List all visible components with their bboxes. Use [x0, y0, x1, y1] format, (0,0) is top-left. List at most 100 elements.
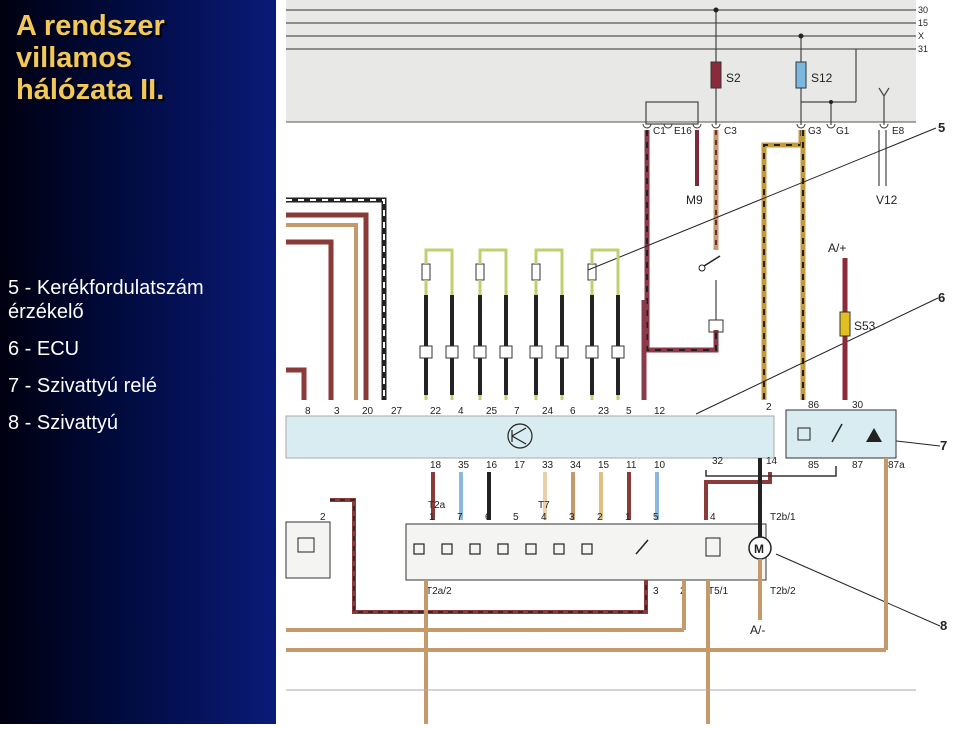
- ecu-pin-32: 32: [712, 456, 724, 467]
- legend-list: 5 - Kerékfordulatszám érzékelő 6 - ECU 7…: [8, 276, 270, 448]
- callout-6: 6: [938, 290, 945, 305]
- connector-g1: G1: [836, 126, 850, 137]
- wire-left-black-stripe: [286, 199, 385, 400]
- lower-pin-2: 2: [597, 512, 603, 523]
- connector-e16: E16: [674, 126, 692, 137]
- callout-6-leader: [695, 297, 939, 415]
- slide-title-line-1: A rendszer: [16, 10, 165, 42]
- power-rail-band: [286, 0, 916, 122]
- connector-e8: E8: [892, 126, 905, 137]
- ecu-transistor-icon: [507, 423, 533, 449]
- lower-pin-4: 4: [541, 512, 547, 523]
- relay-pin-86: 86: [808, 400, 820, 411]
- wire-g3-stripe: [763, 130, 802, 400]
- ecu-pin-12: 12: [654, 406, 666, 417]
- top-connector-sockets: [642, 123, 889, 129]
- ecu-top-pin-labels: 8 3 20 27 22 4 25 7 24 6 23 5 12 2: [305, 402, 772, 417]
- rail-label-30: 30: [918, 5, 928, 15]
- fuse-s53-label: S53: [854, 319, 876, 333]
- sensor-resistor-2: [475, 263, 485, 281]
- fuse-s2-node: [713, 7, 719, 13]
- wiring-diagram: 30 15 X 31 S2 S12 C1 E16 C3 G3 G1 E8 M9: [276, 0, 960, 724]
- rail-label-15: 15: [918, 18, 928, 28]
- connector-c3: C3: [724, 126, 737, 137]
- lower-pin-4b: 4: [710, 512, 716, 523]
- left-connector-icon: [297, 537, 315, 553]
- callout-5-leader: [587, 127, 937, 271]
- connector-c1: C1: [653, 126, 666, 137]
- sensor-resistor-4: [587, 263, 597, 281]
- wire-left-red-1: [286, 212, 369, 400]
- ecu-pin-6: 6: [570, 406, 576, 417]
- callout-7-leader: [887, 439, 941, 447]
- lower-connector-block: [405, 523, 767, 581]
- connector-t2a: T2a: [428, 500, 446, 511]
- lower-switch-icon: [635, 539, 649, 555]
- component-v12: V12: [876, 193, 898, 207]
- slide-title-line-3: hálózata II.: [16, 74, 165, 106]
- valve-symbols: [413, 543, 593, 555]
- connector-t2a-2: T2a/2: [426, 586, 452, 597]
- ecu-pin-22: 22: [430, 406, 442, 417]
- connector-t5-1: T5/1: [708, 586, 728, 597]
- sensor-resistor-1: [421, 263, 431, 281]
- component-m9: M9: [686, 193, 703, 207]
- ecu-pin-8: 8: [305, 406, 311, 417]
- callout-7: 7: [940, 438, 947, 453]
- lower-pin-1: 1: [429, 512, 435, 523]
- ecu-pin-23: 23: [598, 406, 610, 417]
- relay-pin-87a: 87a: [888, 460, 905, 471]
- wire-left-tan: [286, 223, 358, 400]
- relay-pin-30: 30: [852, 400, 864, 411]
- wire-plug: [708, 319, 724, 333]
- lower-pin-3: 3: [569, 512, 575, 523]
- ecu-pin-18: 18: [430, 460, 442, 471]
- wire-c1-stripe: [646, 130, 717, 351]
- lower-pin-3b: 3: [653, 586, 659, 597]
- ecu-pin-25: 25: [486, 406, 498, 417]
- ecu-pin-33: 33: [542, 460, 554, 471]
- pump-relay-block: [785, 409, 897, 459]
- bottom-bus-wires: [286, 458, 888, 724]
- s12-branch-node: [829, 100, 833, 104]
- sensor-group: [419, 248, 625, 400]
- connector-t7: T7: [538, 500, 550, 511]
- fuse-s12-node: [798, 33, 804, 39]
- ecu-pin-7: 7: [514, 406, 520, 417]
- ecu-pin-10: 10: [654, 460, 666, 471]
- wire-pin-14: [704, 472, 772, 520]
- sensor-plugs: [419, 345, 625, 359]
- ecu-pin-4: 4: [458, 406, 464, 417]
- ecu-pin-3: 3: [334, 406, 340, 417]
- switch-contact: [698, 264, 706, 272]
- relay-pin-labels: 86 30 85 87 87a: [808, 400, 905, 471]
- ecu-bottom-pin-labels: 18 35 16 17 33 34 15 11 10 32 14: [430, 456, 778, 471]
- ecu-bottom-wires: [431, 472, 659, 520]
- relay-coil-icon: [797, 427, 811, 441]
- component-a-plus: A/+: [828, 241, 846, 255]
- lower-pin-6: 6: [485, 512, 491, 523]
- wiring-diagram-svg: 30 15 X 31 S2 S12 C1 E16 C3 G3 G1 E8 M9: [285, 0, 947, 724]
- left-connector-block: [285, 521, 331, 579]
- ecu-pin-5: 5: [626, 406, 632, 417]
- ecu-block: [285, 415, 775, 459]
- wire-left-red-3: [286, 367, 307, 400]
- lower-pin-5: 5: [513, 512, 519, 523]
- rail-label-31: 31: [918, 44, 928, 54]
- switch-blade: [703, 255, 721, 267]
- solenoid-icon: [705, 537, 721, 557]
- ecu-pin-17: 17: [514, 460, 526, 471]
- ecu-pin-24: 24: [542, 406, 554, 417]
- top-connector-labels: C1 E16 C3 G3 G1 E8: [653, 126, 905, 137]
- legend-item-pump-relay: 7 - Szivattyú relé: [8, 375, 157, 397]
- connector-t2b-1: T2b/1: [770, 512, 796, 523]
- legend-item-ecu: 6 - ECU: [8, 338, 80, 360]
- ecu-pin-34: 34: [570, 460, 582, 471]
- ecu-pin-35: 35: [458, 460, 470, 471]
- wire-g3-to-ecu: [761, 130, 804, 400]
- legend-item-wheel-speed-sensor: 5 - Kerékfordulatszám érzékelő: [8, 277, 204, 323]
- relay-contact-icon: [831, 423, 843, 443]
- callout-8-leader: [775, 553, 941, 627]
- ecu-pin-16: 16: [486, 460, 498, 471]
- ecu-pin-27: 27: [391, 406, 403, 417]
